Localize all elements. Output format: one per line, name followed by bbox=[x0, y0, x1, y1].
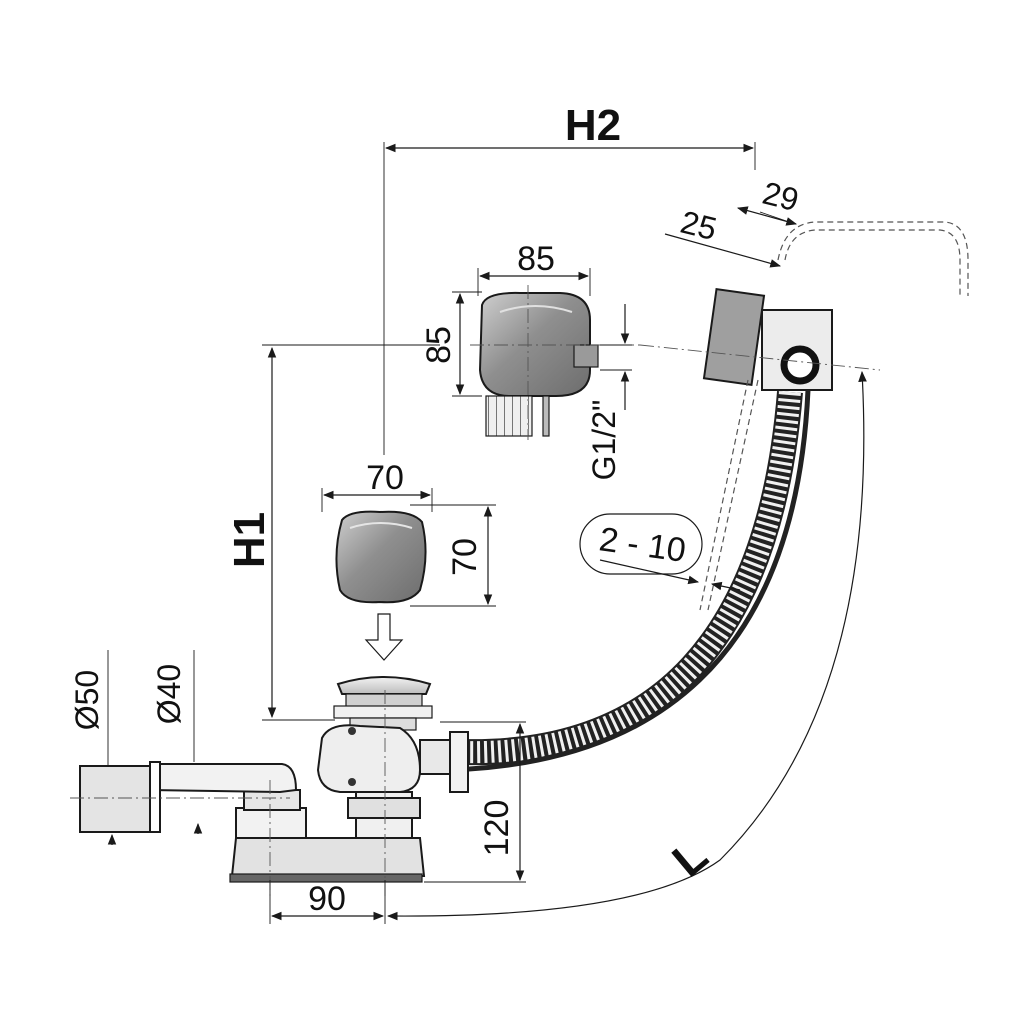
label-d50: Ø50 bbox=[69, 670, 105, 730]
label-25: 25 bbox=[677, 204, 720, 248]
label-l: L bbox=[662, 829, 717, 887]
label-g12: G1/2" bbox=[586, 400, 622, 481]
label-90: 90 bbox=[308, 880, 346, 918]
label-29: 29 bbox=[759, 175, 802, 219]
overflow-head: 85 85 G1/2" bbox=[420, 240, 640, 480]
label-85-width: 85 bbox=[517, 240, 555, 278]
label-d40: Ø40 bbox=[151, 664, 187, 724]
dimension-h1: H1 bbox=[225, 344, 440, 721]
wall-thickness-callout: 2 - 10 bbox=[579, 513, 741, 591]
label-70-height: 70 bbox=[446, 538, 484, 576]
label-85-height: 85 bbox=[420, 326, 458, 364]
drain-cap: 70 70 bbox=[321, 459, 496, 661]
label-h1: H1 bbox=[225, 512, 274, 568]
label-120: 120 bbox=[478, 800, 516, 857]
label-70-width: 70 bbox=[366, 459, 404, 497]
dimension-h2: H2 bbox=[383, 101, 756, 455]
label-h2: H2 bbox=[565, 101, 621, 150]
drain-assembly: Ø50 Ø40 120 90 bbox=[69, 650, 526, 924]
